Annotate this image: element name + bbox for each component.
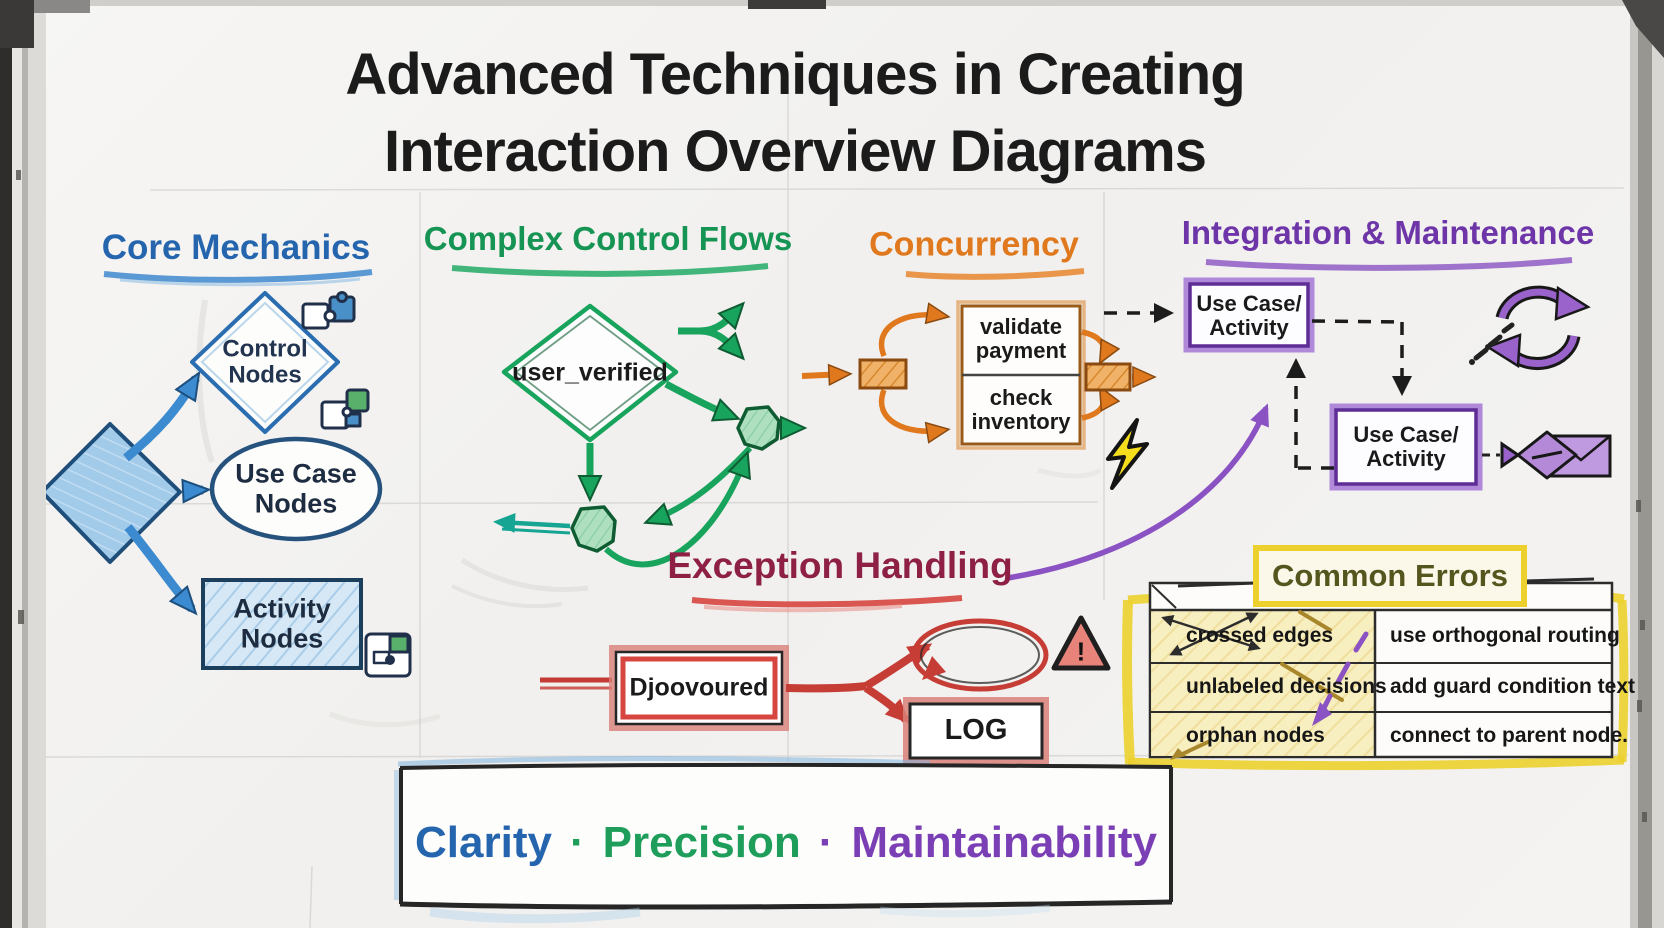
section-heading-exception-handling: Exception Handling	[667, 545, 1013, 586]
footer-word-precision: Precision	[602, 818, 801, 867]
exception-link-arrow	[1007, 403, 1269, 581]
activity-nodes-rect	[201, 578, 363, 670]
log-label: LOG	[944, 714, 1008, 747]
use-case-activity-label-1: Use Case/ Activity	[1196, 290, 1302, 340]
use-case-activity-box-1	[1183, 277, 1315, 353]
check-inventory-label: check inventory	[971, 384, 1071, 434]
warning-glyph: !	[1076, 636, 1086, 667]
footer-word-clarity: Clarity	[415, 818, 552, 867]
message-icon	[1482, 430, 1612, 480]
common-errors-heading: Common Errors	[1272, 558, 1508, 593]
decision-diamond	[501, 303, 679, 443]
validate-payment-label: validate payment	[975, 313, 1067, 363]
use-case-nodes-label: Use Case Nodes	[235, 458, 357, 518]
puzzle-icon	[364, 632, 412, 678]
fix-cell: add guard condition text	[1390, 675, 1635, 698]
use-case-activity-box-2	[1329, 403, 1483, 491]
loop-arrowhead	[922, 656, 946, 680]
fork-icon	[678, 301, 746, 361]
use-case-activity-label-2: Use Case/ Activity	[1353, 421, 1459, 471]
guard-condition-label: user_verified	[512, 358, 668, 387]
complex-control-flows-drawing	[451, 263, 808, 568]
footer-separator-dot: ·	[569, 818, 585, 867]
initial-node-diamond	[40, 422, 182, 564]
activity-nodes-label: Activity Nodes	[233, 593, 331, 653]
concurrency-drawing	[801, 268, 1157, 490]
section-heading-integration-maintenance: Integration & Maintenance	[1181, 214, 1595, 251]
exception-source-label: Djoovoured	[629, 673, 769, 702]
puzzle-icon	[301, 291, 356, 330]
control-nodes-label: Control Nodes	[222, 335, 308, 389]
page-title-line1: Advanced Techniques in Creating	[345, 42, 1245, 107]
puzzle-icon	[320, 388, 370, 430]
core-mechanics-drawing	[40, 269, 412, 678]
footer-banner-box	[402, 766, 1170, 904]
footer-motto: Clarity · Precision · Maintainability	[402, 818, 1170, 868]
section-heading-core-mechanics: Core Mechanics	[101, 228, 371, 267]
footer-word-maintainability: Maintainability	[851, 818, 1157, 867]
purple-arrowhead	[1312, 702, 1332, 726]
join-node	[570, 505, 617, 553]
fix-cell: use orthogonal routing	[1390, 624, 1620, 647]
footer-separator-dot: ·	[818, 818, 834, 867]
integration-maintenance-drawing	[1007, 257, 1612, 581]
fix-cell: connect to parent node.	[1390, 724, 1629, 747]
purple-dashed-arrow	[1321, 631, 1369, 711]
exception-handling-drawing	[540, 595, 1111, 780]
retry-loop-ellipse	[911, 618, 1049, 692]
olive-arrowhead	[1170, 748, 1186, 760]
log-box	[908, 702, 1044, 760]
errors-header-box	[1253, 545, 1527, 607]
common-errors-drawing	[1121, 545, 1629, 771]
error-cell: crossed edges	[1186, 624, 1334, 647]
lightning-bolt-icon	[1106, 418, 1149, 490]
section-heading-concurrency: Concurrency	[869, 225, 1079, 264]
use-case-nodes-ellipse	[209, 436, 383, 542]
refresh-icon	[1485, 285, 1591, 371]
control-nodes-diamond	[190, 291, 340, 434]
error-cell: orphan nodes	[1186, 724, 1325, 747]
section-heading-complex-control-flows: Complex Control Flows	[423, 220, 793, 257]
error-cell: unlabeled decisions	[1186, 675, 1387, 698]
footer-banner-drawing	[394, 756, 1173, 924]
warning-icon	[1051, 615, 1111, 671]
page-title-line2: Interaction Overview Diagrams	[384, 119, 1207, 184]
fork-bar	[858, 358, 908, 390]
crossed-edges-doodle	[1161, 612, 1261, 656]
join-bar	[1084, 362, 1132, 392]
merge-node	[736, 405, 781, 451]
chain-link-icon	[1469, 322, 1515, 365]
